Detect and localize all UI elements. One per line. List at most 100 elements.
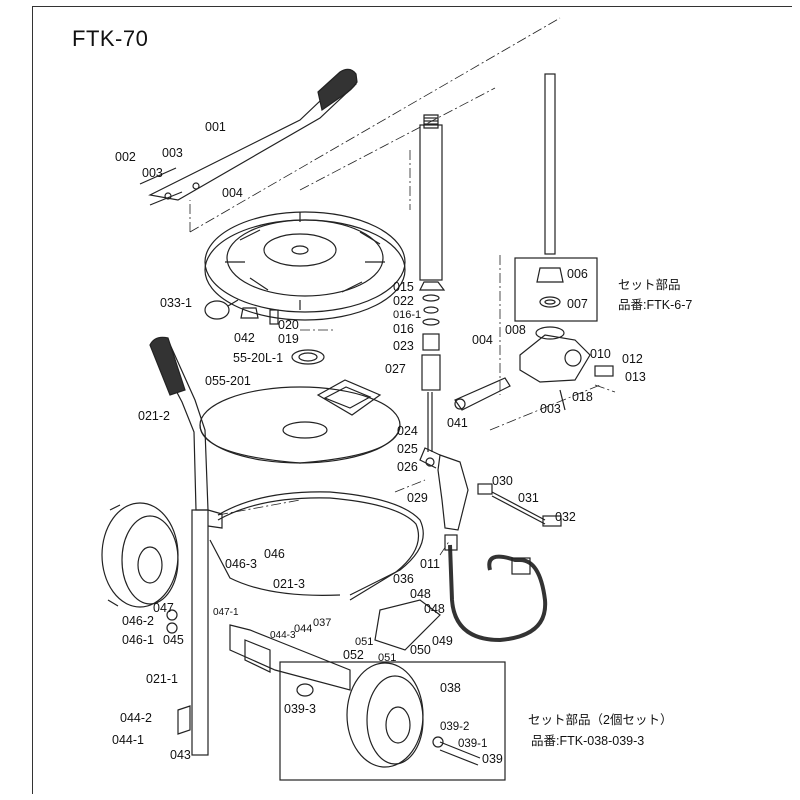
washer-007	[539, 296, 561, 308]
label-038: 038	[440, 681, 461, 695]
label-016: 016	[393, 322, 414, 336]
label-025: 025	[397, 442, 418, 456]
label-048: 048	[424, 602, 445, 616]
rod-024	[425, 392, 435, 467]
set-6-7-code: 品番:FTK-6-7	[618, 298, 693, 312]
pin-018	[559, 389, 566, 411]
label-047-1: 047-1	[213, 607, 239, 618]
label-018: 018	[572, 390, 593, 404]
label-007: 007	[567, 297, 588, 311]
label-046: 046	[264, 547, 285, 561]
label-008: 008	[505, 323, 526, 337]
label-044-3: 044-3	[270, 630, 296, 641]
label-003: 003	[142, 166, 163, 180]
label-046-1: 046-1	[122, 633, 154, 647]
drum-lid	[199, 379, 401, 464]
label-031: 031	[518, 491, 539, 505]
label-044: 044	[294, 623, 313, 635]
drum-band-021-3	[209, 491, 424, 601]
label-019: 019	[278, 332, 299, 346]
label-046-2: 046-2	[122, 614, 154, 628]
label-033-1: 033-1	[160, 296, 192, 310]
label-037: 037	[313, 617, 332, 629]
follower-plate	[204, 211, 406, 321]
label-039-3: 039-3	[284, 702, 316, 716]
label-004: 004	[472, 333, 493, 347]
set-38-39-title: セット部品（2個セット）	[528, 713, 673, 727]
label-011: 011	[420, 557, 440, 571]
coupler-030	[477, 483, 493, 495]
fitting-010	[594, 365, 614, 377]
label-010: 010	[590, 347, 611, 361]
left-wheel	[101, 502, 179, 608]
label-001: 001	[205, 120, 226, 134]
label-021-2: 021-2	[138, 409, 170, 423]
label-042: 042	[234, 331, 255, 345]
label-036: 036	[393, 572, 414, 586]
set-box-038-039	[279, 661, 506, 781]
set-box-006-007	[514, 257, 598, 322]
label-027: 027	[385, 362, 406, 376]
label-052: 052	[343, 648, 364, 662]
pump-tube-015	[419, 114, 446, 291]
right-wheel-038	[346, 662, 424, 768]
label-013: 013	[625, 370, 646, 384]
label-055-201: 055-201	[205, 374, 251, 388]
label-002: 002	[115, 150, 136, 164]
label-050: 050	[410, 643, 431, 657]
label-021-3: 021-3	[273, 577, 305, 591]
axle-bracket	[229, 624, 351, 691]
label-016-1: 016-1	[393, 309, 422, 321]
label-044-1: 044-1	[112, 733, 144, 747]
label-55-20L-1: 55-20L-1	[233, 351, 284, 365]
pump-seal-stack	[421, 294, 441, 391]
set-6-7-title: セット部品	[618, 278, 681, 292]
label-023: 023	[393, 339, 414, 353]
label-020: 020	[278, 318, 299, 332]
nut-039-3	[296, 683, 314, 697]
nozzle-032	[542, 515, 562, 527]
label-022: 022	[393, 294, 414, 308]
label-026: 026	[397, 460, 418, 474]
label-041: 041	[447, 416, 468, 430]
label-039-1: 039-1	[458, 738, 488, 750]
hose-011	[448, 544, 548, 643]
nut-006	[536, 267, 564, 283]
base-bracket-044-2	[177, 705, 191, 735]
clamp-knob-033-1	[204, 299, 239, 320]
label-044-2: 044-2	[120, 711, 152, 725]
bung-ring	[291, 349, 325, 365]
washers-045-046	[166, 609, 178, 634]
set-38-39-code: 品番:FTK-038-039-3	[531, 734, 645, 748]
label-006: 006	[567, 267, 588, 281]
label-032: 032	[555, 510, 576, 524]
label-024: 024	[397, 424, 418, 438]
label-015: 015	[393, 280, 414, 294]
handle-pipe-021-2	[149, 336, 209, 511]
grease-gun-029	[419, 447, 469, 531]
extension-031	[491, 491, 546, 521]
label-039-2: 039-2	[440, 721, 470, 733]
assembly-guide-lines	[189, 17, 616, 556]
label-051: 051	[378, 652, 397, 664]
axle-039	[432, 736, 481, 766]
label-003: 003	[162, 146, 183, 160]
label-030: 030	[492, 474, 513, 488]
bracket-050	[374, 599, 441, 651]
label-048: 048	[410, 587, 431, 601]
hose-fitting	[511, 557, 531, 575]
diagram-title: FTK-70	[72, 26, 149, 51]
label-047: 047	[153, 601, 174, 615]
long-shaft	[544, 73, 556, 255]
nut-042	[240, 307, 259, 319]
label-043: 043	[170, 748, 191, 762]
handle-lever-001	[139, 68, 358, 206]
link-041	[454, 377, 511, 411]
label-021-1: 021-1	[146, 672, 178, 686]
label-051: 051	[355, 636, 374, 648]
hose-end-fitting	[444, 534, 458, 551]
label-046-3: 046-3	[225, 557, 257, 571]
label-049: 049	[432, 634, 453, 648]
pump-head-008	[519, 326, 591, 383]
